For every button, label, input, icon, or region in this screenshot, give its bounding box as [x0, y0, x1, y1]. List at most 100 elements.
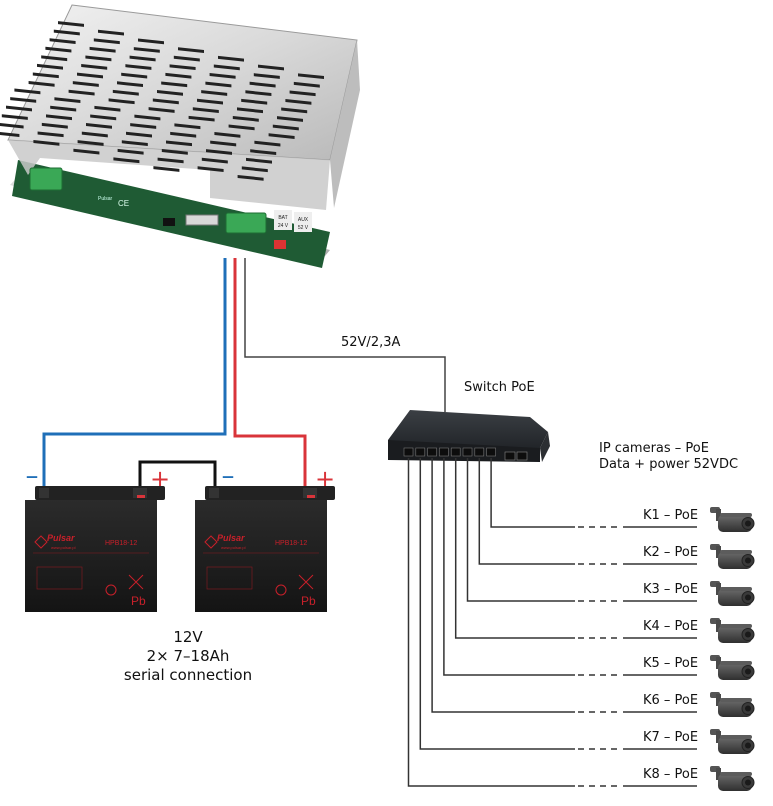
vent-slot	[73, 148, 100, 155]
camera-cable-2	[478, 458, 697, 565]
vent-slot	[134, 114, 161, 121]
camera-icon	[710, 618, 755, 643]
camera-label-k7: K7 – PoE	[643, 730, 699, 745]
camera-cable-4	[454, 458, 697, 639]
vent-slot	[81, 131, 108, 138]
cameras-header-line-2: Data + power 52VDC	[599, 457, 739, 472]
vent-slot	[285, 98, 312, 105]
camera-label-k5: K5 – PoE	[643, 656, 699, 671]
recycle-bin-icon	[298, 574, 314, 590]
vent-slot	[161, 81, 188, 88]
battery-body	[195, 500, 327, 612]
vent-slot	[77, 140, 104, 146]
poe-port-3	[427, 447, 437, 457]
vent-slot	[197, 98, 223, 105]
vent-slot	[28, 81, 55, 87]
vent-slot	[125, 64, 152, 70]
vent-slot	[192, 107, 219, 113]
battery-caption-capacity: 2× 7–18Ah	[146, 647, 230, 665]
camera-sunshield	[720, 587, 752, 591]
vent-slot	[277, 116, 303, 122]
vent-slot	[41, 122, 68, 129]
vent-slot	[10, 97, 37, 103]
psu-cover-side	[330, 40, 360, 208]
camera-sunshield	[720, 513, 752, 517]
vent-slot	[49, 38, 76, 44]
vent-slot	[37, 63, 63, 70]
psu-pcb	[12, 160, 330, 268]
camera-arm	[716, 546, 721, 558]
battery-terminal-negative	[39, 488, 49, 498]
battery-lid	[205, 486, 335, 500]
psu-vents	[0, 21, 324, 181]
vent-slot	[112, 89, 139, 96]
battery-brand: Pulsar	[217, 533, 245, 543]
battery-caption: 12V 2× 7–18Ah serial connection	[88, 628, 288, 685]
battery-model: HPB18-12	[105, 540, 137, 547]
cable-solid-segment	[443, 458, 575, 676]
camera-sunshield	[720, 735, 752, 739]
vent-slot	[33, 140, 60, 146]
camera-cables	[407, 458, 697, 787]
poe-switch	[388, 410, 550, 462]
vent-slot	[268, 133, 295, 139]
switch-label: Switch PoE	[464, 380, 535, 395]
camera-icon	[710, 729, 755, 754]
vent-slot	[138, 38, 164, 45]
camera-icon	[710, 581, 755, 606]
vent-slot	[81, 64, 108, 70]
vent-slot	[58, 21, 84, 27]
vent-slot	[121, 72, 148, 79]
vent-slot	[178, 47, 204, 53]
vent-slot	[117, 81, 143, 88]
vent-slot	[201, 90, 228, 96]
vent-slot	[166, 140, 192, 147]
camera-sunshield	[720, 661, 752, 665]
battery-wiring	[42, 258, 307, 493]
vent-slot	[117, 148, 144, 155]
vent-slot	[121, 140, 148, 147]
vent-slot	[129, 55, 156, 62]
vent-slot	[213, 64, 240, 71]
battery-spec-table	[206, 566, 253, 590]
vent-slot	[0, 131, 20, 138]
vent-slot	[54, 97, 81, 103]
camera-label-k8: K8 – PoE	[643, 767, 699, 782]
camera-arm	[716, 509, 721, 521]
recycle-bin-icon	[128, 574, 144, 590]
pulsar-logo-icon	[34, 535, 48, 549]
vent-slot	[152, 98, 179, 105]
vent-slot	[148, 107, 175, 113]
vent-slot	[246, 157, 272, 164]
camera-icon	[710, 692, 755, 717]
vent-slot	[214, 132, 241, 138]
vent-slot	[93, 38, 120, 45]
vent-slot	[218, 55, 244, 62]
vent-slot	[157, 157, 184, 164]
vent-slot	[37, 131, 64, 138]
camera-sunshield	[720, 772, 752, 776]
camera-icon	[710, 766, 755, 791]
camera-label-k6: K6 – PoE	[643, 693, 699, 708]
vent-slot	[245, 90, 272, 97]
camera-lens-glass	[745, 557, 751, 564]
camera-label-k2: K2 – PoE	[643, 545, 699, 560]
vent-slot	[153, 166, 180, 172]
camera-sunshield	[720, 624, 752, 628]
vent-slot	[32, 72, 59, 79]
camera-cable-3	[466, 458, 697, 602]
poe-port-4	[439, 447, 449, 457]
camera-arm	[716, 694, 721, 706]
vent-slot	[258, 64, 284, 71]
vent-slot	[298, 73, 324, 80]
camera-cable-1	[490, 458, 697, 528]
vent-slot	[50, 105, 77, 112]
cable-solid-segment	[466, 458, 575, 602]
battery-website: www.pulsar.pl	[51, 545, 76, 550]
cable-solid-segment	[431, 458, 575, 713]
battery-caption-connection: serial connection	[123, 666, 253, 684]
vent-slot	[6, 105, 32, 112]
vent-slot	[253, 73, 280, 79]
switch-side	[540, 432, 550, 462]
